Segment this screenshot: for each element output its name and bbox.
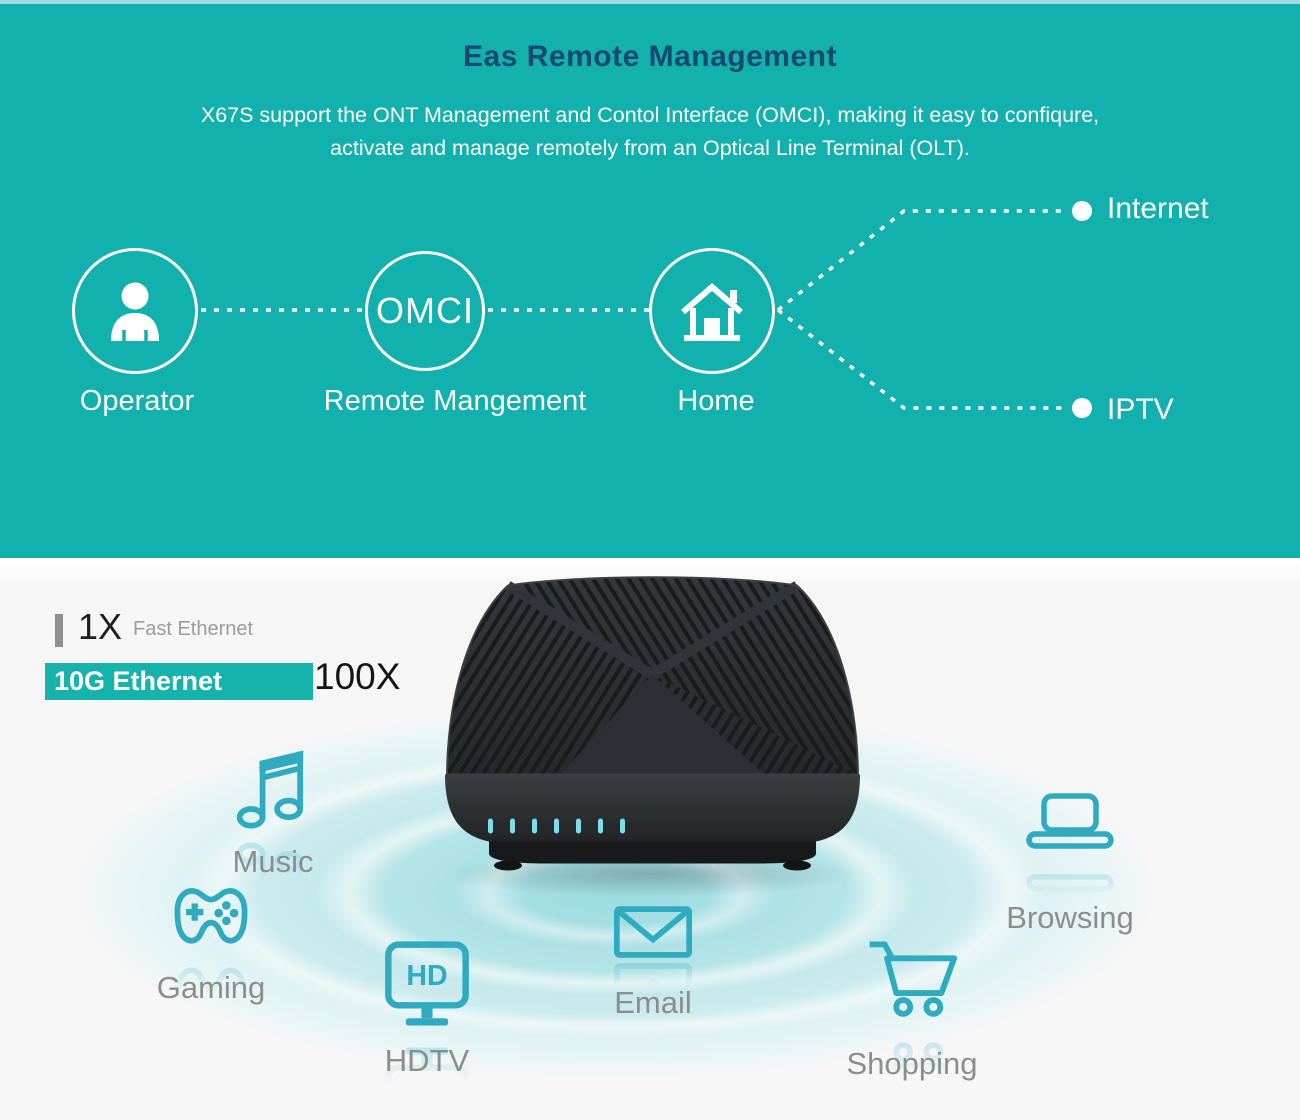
operator-label: Operator: [79, 385, 195, 417]
hero-description-line2: activate and manage remotely from an Opt…: [330, 136, 970, 160]
device-front-face: [445, 774, 860, 842]
feature-email: Email: [573, 905, 733, 1021]
feature-music: Music: [193, 738, 353, 880]
device-x-seam: [505, 581, 800, 679]
top-accent-strip: [0, 0, 1300, 4]
feature-browsing: Browsing: [990, 786, 1150, 936]
page-title: Eas Remote Management: [463, 40, 837, 73]
feature-gaming: Gaming: [131, 876, 291, 1006]
internet-label: Internet: [1107, 192, 1209, 225]
omci-node: OMCI: [365, 251, 485, 371]
iptv-label: IPTV: [1107, 393, 1174, 426]
omci-circle-text: OMCI: [376, 290, 474, 331]
showcase-section: 1X Fast Ethernet 10G Ethernet 100X Music: [0, 558, 1300, 1120]
gamepad-icon: [174, 888, 248, 944]
connector-lines: [201, 201, 1092, 418]
dotted-line-home-internet: [776, 209, 1064, 312]
feature-shopping: Shopping: [832, 928, 992, 1082]
operator-node: [72, 248, 198, 374]
led-indicators: [488, 818, 625, 834]
iptv-endpoint-dot: [1072, 398, 1092, 418]
comparison-10g-bar: 10G Ethernet: [45, 663, 313, 700]
feature-label: Browsing: [1006, 900, 1134, 935]
feature-label: Shopping: [846, 1046, 978, 1081]
hdtv-icon: HD: [385, 941, 469, 1026]
internet-endpoint-dot: [1072, 201, 1092, 221]
email-icon: [613, 906, 693, 958]
house-icon: [681, 283, 743, 341]
feature-label: Music: [232, 844, 314, 879]
comparison-fast-ethernet-label: Fast Ethernet: [133, 618, 254, 640]
cart-icon: [869, 941, 957, 1017]
home-label: Home: [677, 385, 755, 417]
feature-label: Email: [614, 985, 692, 1020]
music-icon: [236, 750, 304, 829]
comparison-100x-value: 100X: [314, 656, 401, 697]
hd-badge-text: HD: [406, 960, 447, 992]
feature-hdtv: HD HDTV: [347, 937, 507, 1079]
comparison-1x-value: 1X: [78, 606, 123, 647]
person-icon: [111, 282, 159, 341]
hero-section: Eas Remote Management X67S support the O…: [0, 4, 1300, 558]
dotted-line-home-iptv: [776, 308, 1064, 410]
product-device: [445, 576, 860, 871]
feature-label: Gaming: [156, 970, 266, 1005]
laptop-icon: [1026, 793, 1114, 849]
hero-description-line1: X67S support the ONT Management and Cont…: [200, 103, 1100, 127]
hero-description: X67S support the ONT Management and Cont…: [0, 99, 1300, 165]
remote-management-label: Remote Mangement: [323, 385, 587, 417]
comparison-tick-bar: [55, 614, 63, 647]
feature-label: HDTV: [384, 1043, 470, 1078]
home-node: [649, 248, 775, 374]
